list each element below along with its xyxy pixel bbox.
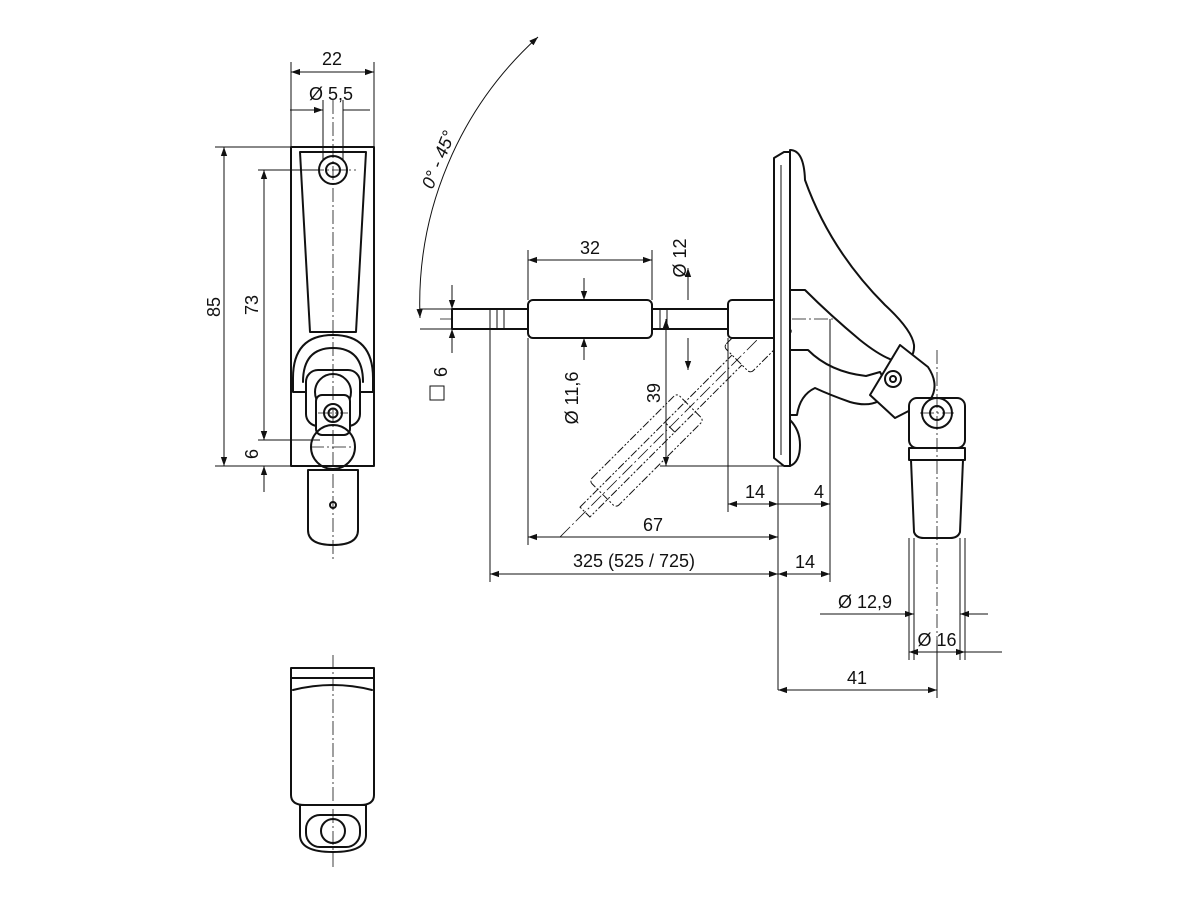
bottom-plate-top	[290, 667, 375, 679]
front-view-dimensions: 22 Ø 5,5 85 73 6	[204, 49, 375, 492]
rod-collar	[727, 299, 781, 339]
square-symbol	[429, 385, 445, 401]
link-pivot-pin	[889, 375, 897, 383]
link-pivot	[884, 370, 902, 388]
dim-length-325: 325 (525 / 725)	[573, 551, 695, 571]
rod	[451, 299, 781, 339]
dim-square-6: 6	[431, 367, 451, 377]
dim-height-39: 39	[644, 383, 664, 403]
wall-plate	[773, 151, 791, 467]
handle-assembly	[773, 149, 966, 640]
dim-dia-11-6: Ø 11,6	[562, 372, 582, 425]
dim-length-32: 32	[580, 238, 600, 258]
front-view	[290, 100, 375, 560]
rod-shaft	[651, 308, 729, 330]
handle-lever	[789, 149, 916, 363]
dim-offset-6: 6	[242, 449, 262, 459]
dim-dia-5-5: Ø 5,5	[309, 84, 353, 104]
bottom-body	[290, 677, 375, 806]
angle-arc	[416, 36, 539, 319]
side-view-dimensions: 32 Ø 12 6 Ø 11,6 39 14 4 67	[420, 238, 1002, 698]
dim-width-4: 4	[814, 482, 824, 502]
dim-height-85: 85	[204, 297, 224, 317]
rod-sleeve	[527, 299, 653, 339]
dim-dia-12: Ø 12	[670, 238, 690, 277]
handle-trigger	[789, 349, 891, 416]
dim-length-41: 41	[847, 668, 867, 688]
handle-foot	[789, 419, 801, 467]
dim-width-22: 22	[322, 49, 342, 69]
dim-length-67: 67	[643, 515, 663, 535]
dim-height-73: 73	[242, 295, 262, 315]
bottom-view	[290, 655, 375, 870]
dim-angle: 0° - 45°	[418, 128, 459, 192]
phantom-rod	[559, 305, 792, 538]
dim-dia-12-9: Ø 12,9	[838, 592, 892, 612]
dim-width-14: 14	[745, 482, 765, 502]
dim-width-14b: 14	[795, 552, 815, 572]
